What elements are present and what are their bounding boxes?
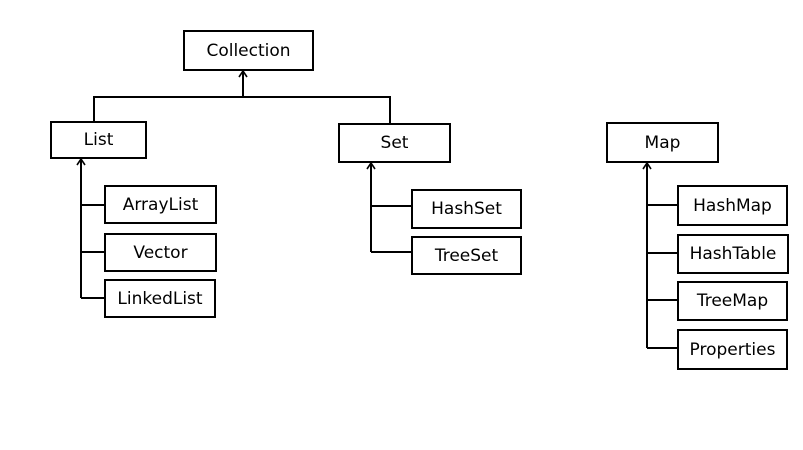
node-set: Set (338, 123, 451, 163)
node-collection: Collection (183, 30, 314, 71)
node-hashmap: HashMap (677, 185, 788, 226)
node-arraylist: ArrayList (104, 185, 217, 224)
node-hashset: HashSet (411, 189, 522, 229)
node-linkedlist: LinkedList (104, 279, 216, 318)
node-treemap: TreeMap (677, 281, 788, 321)
node-vector: Vector (104, 233, 217, 272)
list-set-bus-line (93, 96, 391, 123)
node-properties: Properties (677, 329, 788, 370)
node-list: List (50, 121, 147, 159)
node-map: Map (606, 122, 719, 163)
node-treeset: TreeSet (411, 236, 522, 275)
node-hashtable: HashTable (677, 234, 789, 274)
